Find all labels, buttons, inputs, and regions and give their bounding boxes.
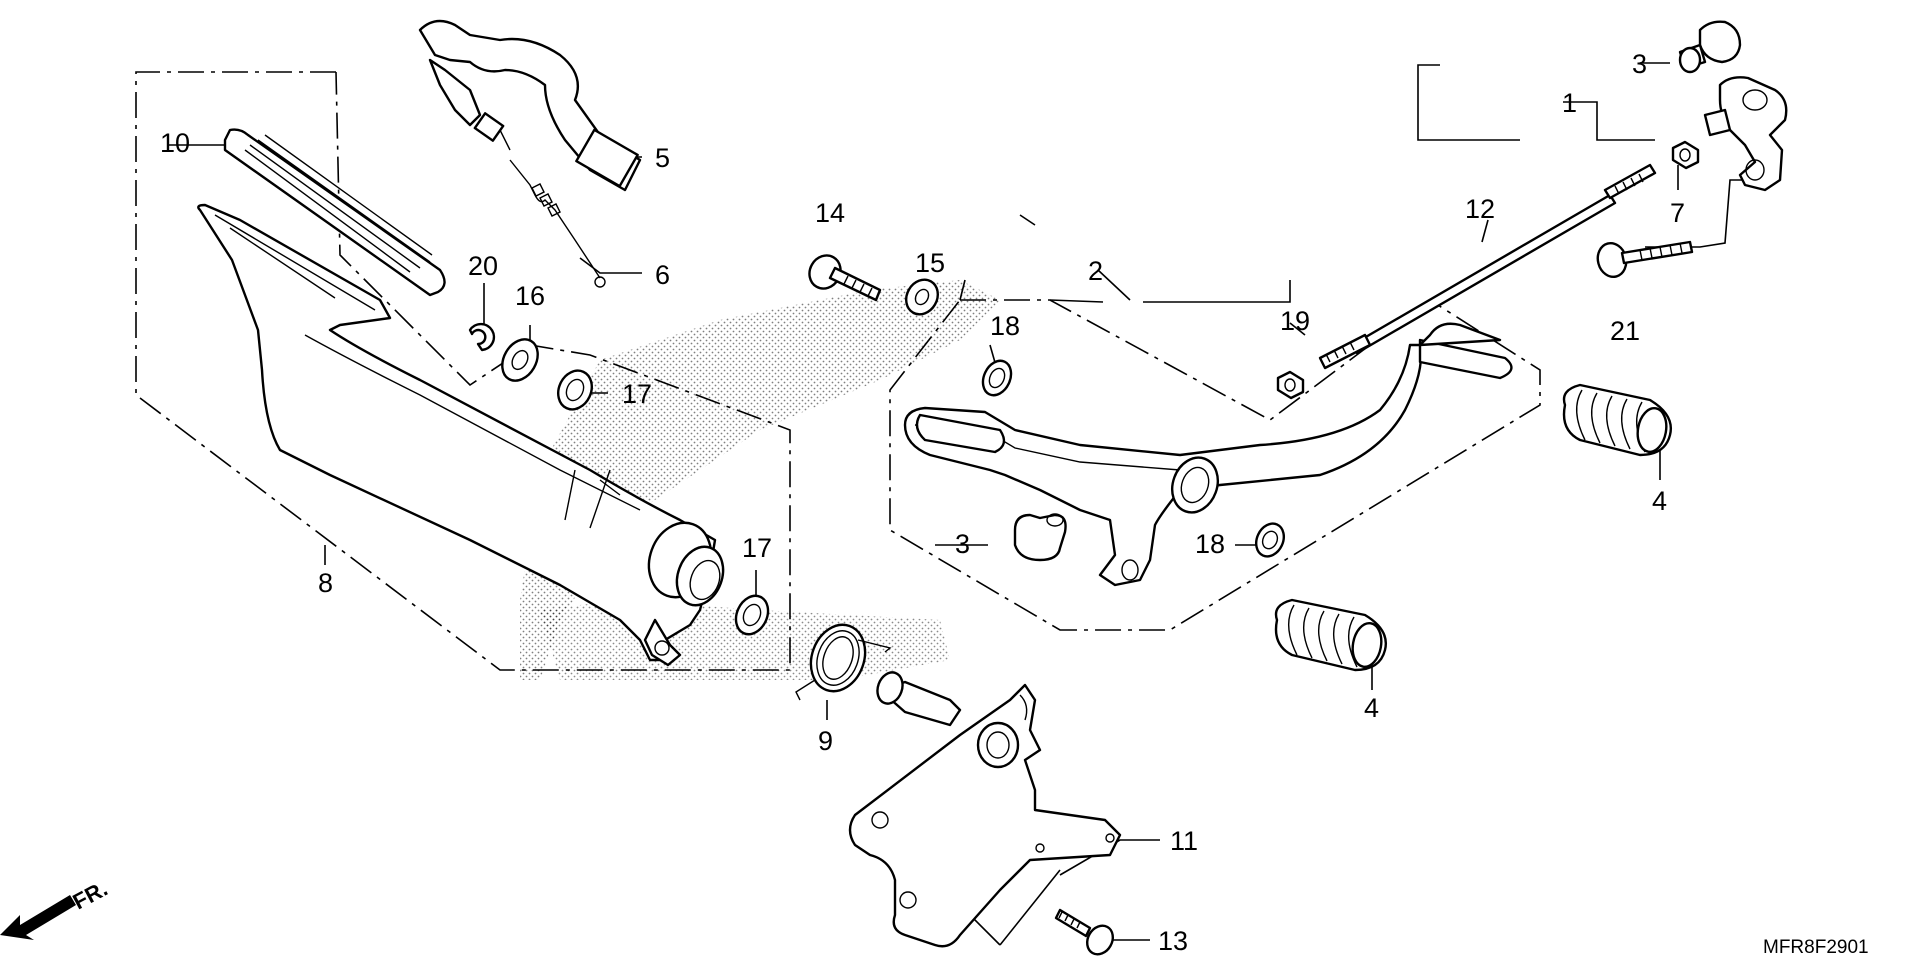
washer-15 xyxy=(904,278,940,316)
front-direction-arrow: FR. xyxy=(0,876,112,940)
pedal-arm xyxy=(903,322,1513,587)
ball-joint-upper xyxy=(1678,46,1702,74)
bolt-21 xyxy=(1596,240,1694,279)
snap-ring xyxy=(468,322,496,352)
callout-21: 21 xyxy=(1610,316,1640,346)
pedal-return-spring xyxy=(795,623,892,701)
dust-seal-upper xyxy=(557,369,593,411)
pedal-rubber-pad xyxy=(223,128,446,297)
pedal-pivot-bracket xyxy=(848,671,1122,948)
group-outline-frame xyxy=(959,279,966,301)
callout-14: 14 xyxy=(815,198,845,228)
callout-11: 11 xyxy=(1170,826,1198,856)
callout-5: 5 xyxy=(655,143,670,173)
callout-6: 6 xyxy=(655,260,670,290)
callout-18-lower: 18 xyxy=(1195,529,1225,559)
ball-joint-lower xyxy=(1013,513,1067,562)
washer-16 xyxy=(501,338,539,382)
callout-3-lower: 3 xyxy=(955,529,970,559)
callout-16: 16 xyxy=(515,281,545,311)
footpeg-rubber-lower xyxy=(1274,598,1387,672)
callout-18-upper: 18 xyxy=(990,311,1020,341)
bushing-upper xyxy=(981,359,1013,397)
callout-19: 19 xyxy=(1280,306,1310,336)
callout-7: 7 xyxy=(1670,198,1685,228)
callout-12: 12 xyxy=(1465,194,1495,224)
group-outlines xyxy=(135,71,1541,671)
callout-labels: 10 5 6 20 16 17 8 17 9 11 13 14 15 18 2 … xyxy=(160,49,1869,958)
callout-17-lower: 17 xyxy=(742,533,772,563)
dust-seal-lower xyxy=(734,594,770,636)
nut-7 xyxy=(1671,140,1700,170)
callout-20: 20 xyxy=(468,251,498,281)
footpeg-rubber-upper xyxy=(1562,383,1672,457)
callout-9: 9 xyxy=(818,726,833,756)
front-direction-label: FR. xyxy=(69,876,112,915)
callout-13: 13 xyxy=(1158,926,1188,956)
callout-8: 8 xyxy=(318,568,333,598)
group-outline-pedal-arm xyxy=(889,299,1541,631)
callout-10: 10 xyxy=(160,128,190,158)
callout-17-upper: 17 xyxy=(622,379,652,409)
callout-4-upper: 4 xyxy=(1652,486,1667,516)
push-rod xyxy=(1318,163,1657,370)
callout-4-lower: 4 xyxy=(1364,693,1379,723)
callout-15: 15 xyxy=(915,248,945,278)
bolt-14 xyxy=(808,254,882,302)
nut-19 xyxy=(1276,370,1305,400)
switch-spring xyxy=(509,159,606,288)
group-outline-brake-pedal xyxy=(135,71,791,671)
bushing-lower xyxy=(1255,522,1285,558)
diagram-code: MFR8F2901 xyxy=(1763,937,1869,958)
brake-light-switch xyxy=(418,19,642,192)
callout-2: 2 xyxy=(1088,256,1103,286)
callout-1: 1 xyxy=(1562,88,1577,118)
rod-joint-assembly xyxy=(1678,20,1788,192)
bracket-bolt xyxy=(1054,908,1115,956)
brake-pedal xyxy=(197,203,725,667)
callout-3-upper: 3 xyxy=(1632,49,1647,79)
